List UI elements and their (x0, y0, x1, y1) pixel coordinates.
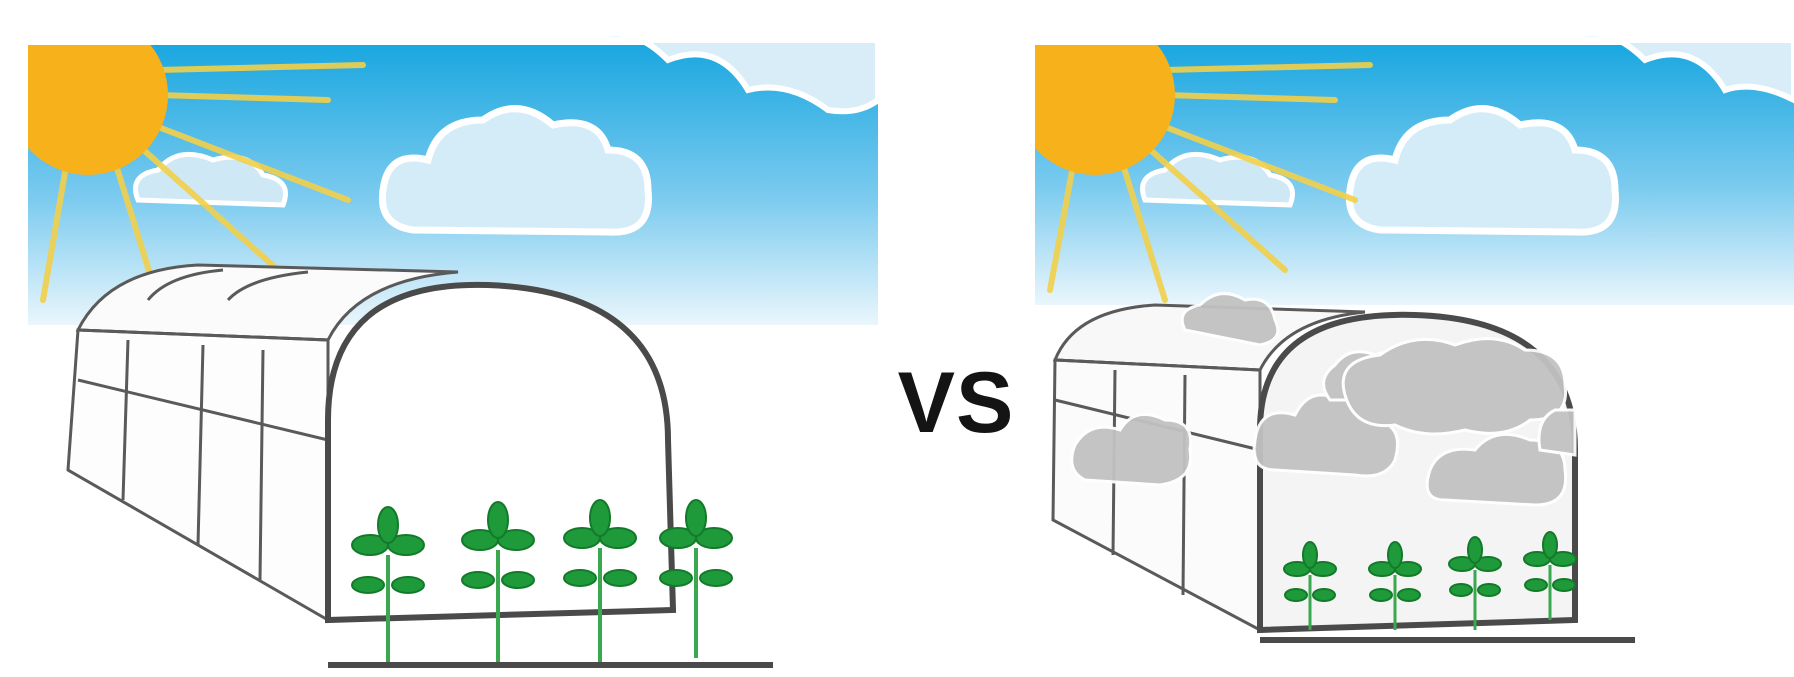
right-scene (1035, 0, 1794, 677)
hazy-greenhouse-illustration (1035, 0, 1794, 677)
left-scene (28, 0, 878, 677)
greenhouse-icon (68, 265, 673, 620)
vs-label: VS (886, 360, 1026, 446)
clear-greenhouse-illustration (28, 0, 878, 677)
